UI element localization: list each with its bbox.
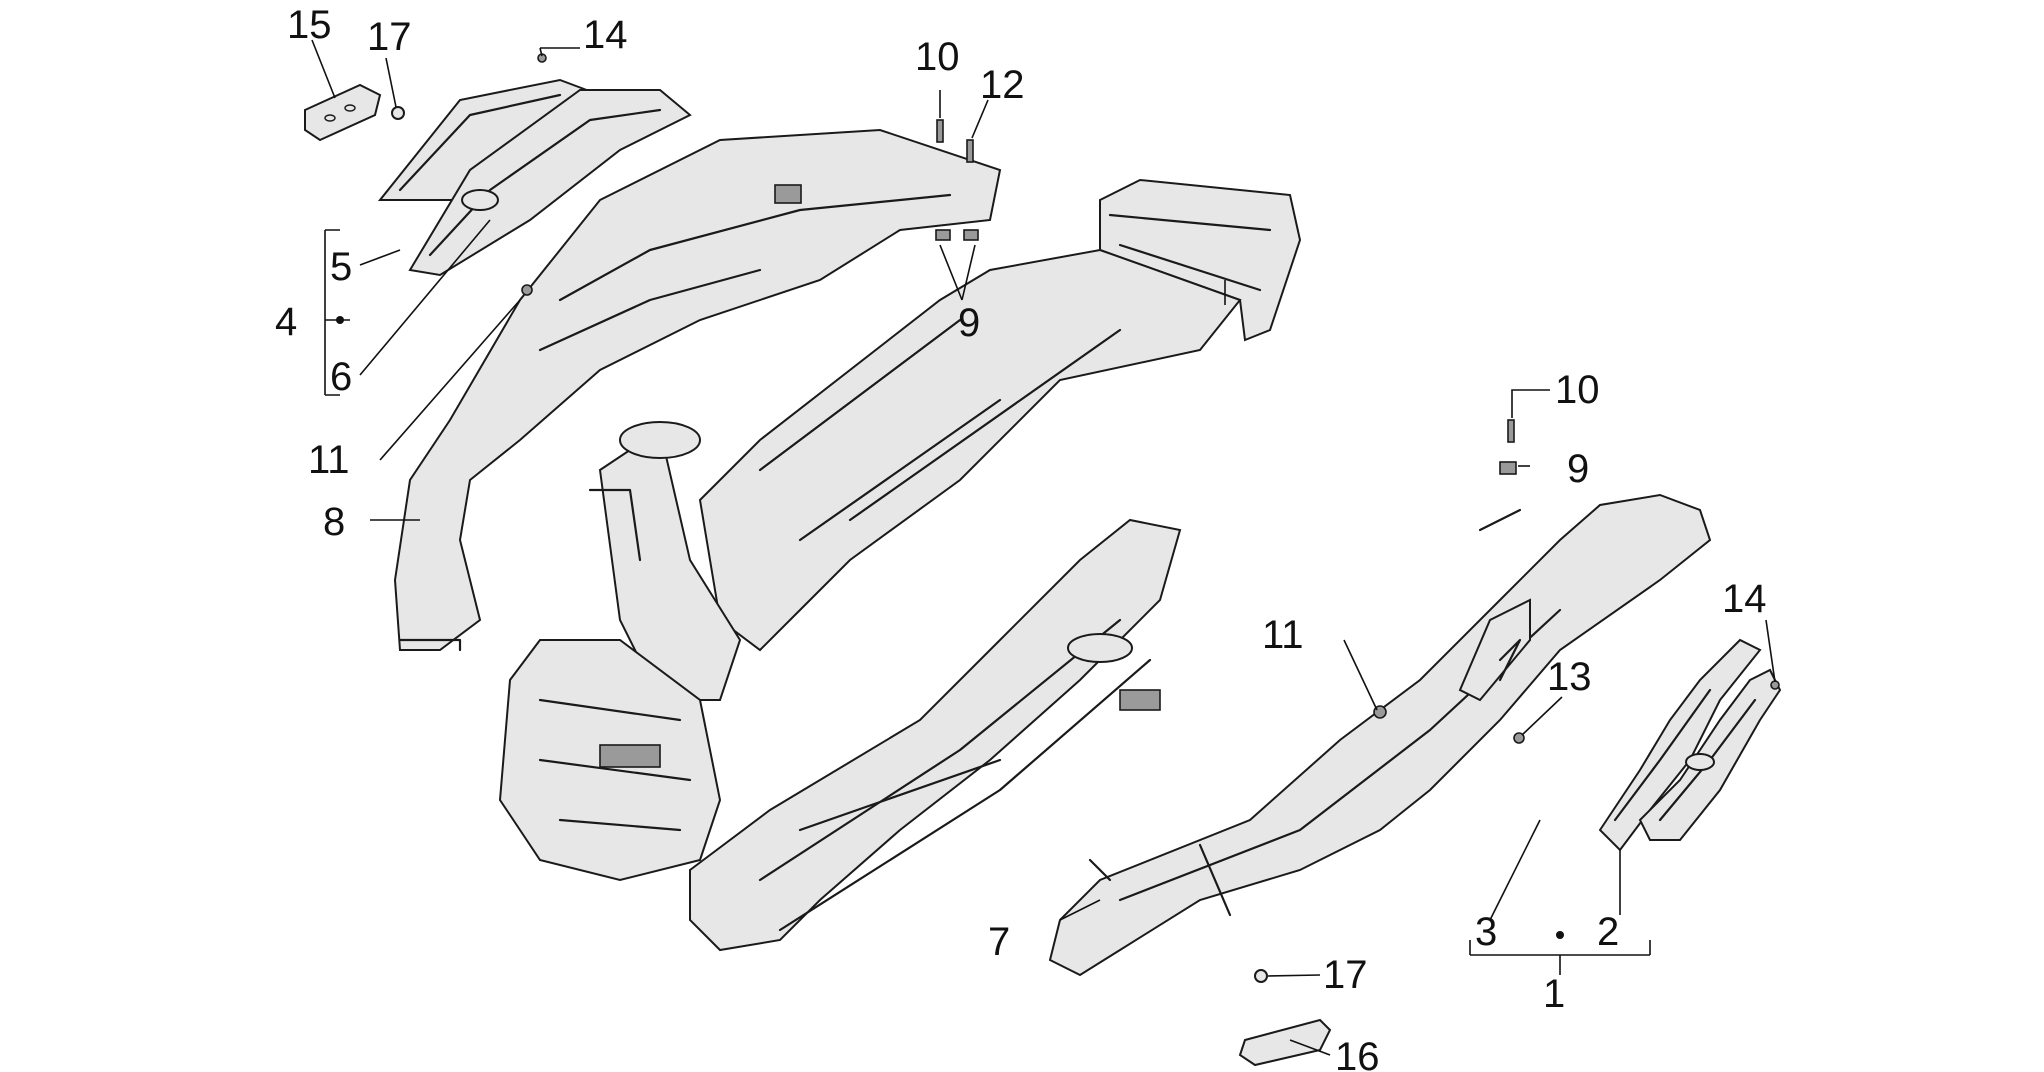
leader-lines: [311, 39, 1776, 1056]
callout-9: 9: [958, 301, 980, 345]
callout-11: 11: [308, 438, 350, 482]
callout-12: 12: [980, 63, 1025, 107]
callout-6: 6: [330, 355, 352, 399]
callout-5: 5: [330, 245, 352, 289]
callout-3: 3: [1475, 910, 1497, 954]
small-parts-top-left: [304, 83, 405, 142]
callout-17: 17: [367, 15, 412, 59]
callout-15: 15: [287, 3, 332, 47]
callout-8: 8: [323, 500, 345, 544]
callout-1: 1: [1543, 972, 1565, 1016]
rail-assembly-right: [1598, 638, 1782, 852]
callout-7: 7: [988, 920, 1010, 964]
callout-4: 4: [275, 300, 297, 344]
callout-2: 2: [1597, 910, 1619, 954]
callout-10: 10: [915, 35, 960, 79]
callout-14-right: 14: [1722, 577, 1767, 621]
callout-16: 16: [1335, 1035, 1380, 1072]
callout-11-right: 11: [1262, 613, 1304, 657]
callout-17-bottom: 17: [1323, 953, 1368, 997]
inner-shield-rear: [393, 128, 1002, 652]
callout-labels: 15 17 14 10 12 5 4 6 9 11 8 10 9 11 13 1…: [275, 3, 1767, 1072]
callout-10-right: 10: [1555, 368, 1600, 412]
fasteners: [521, 53, 1780, 1067]
rail-assembly-left: [377, 78, 692, 277]
frame-assembly: [498, 178, 1302, 952]
callout-14: 14: [583, 13, 628, 57]
callout-13: 13: [1547, 655, 1592, 699]
callout-9-right: 9: [1567, 447, 1589, 491]
